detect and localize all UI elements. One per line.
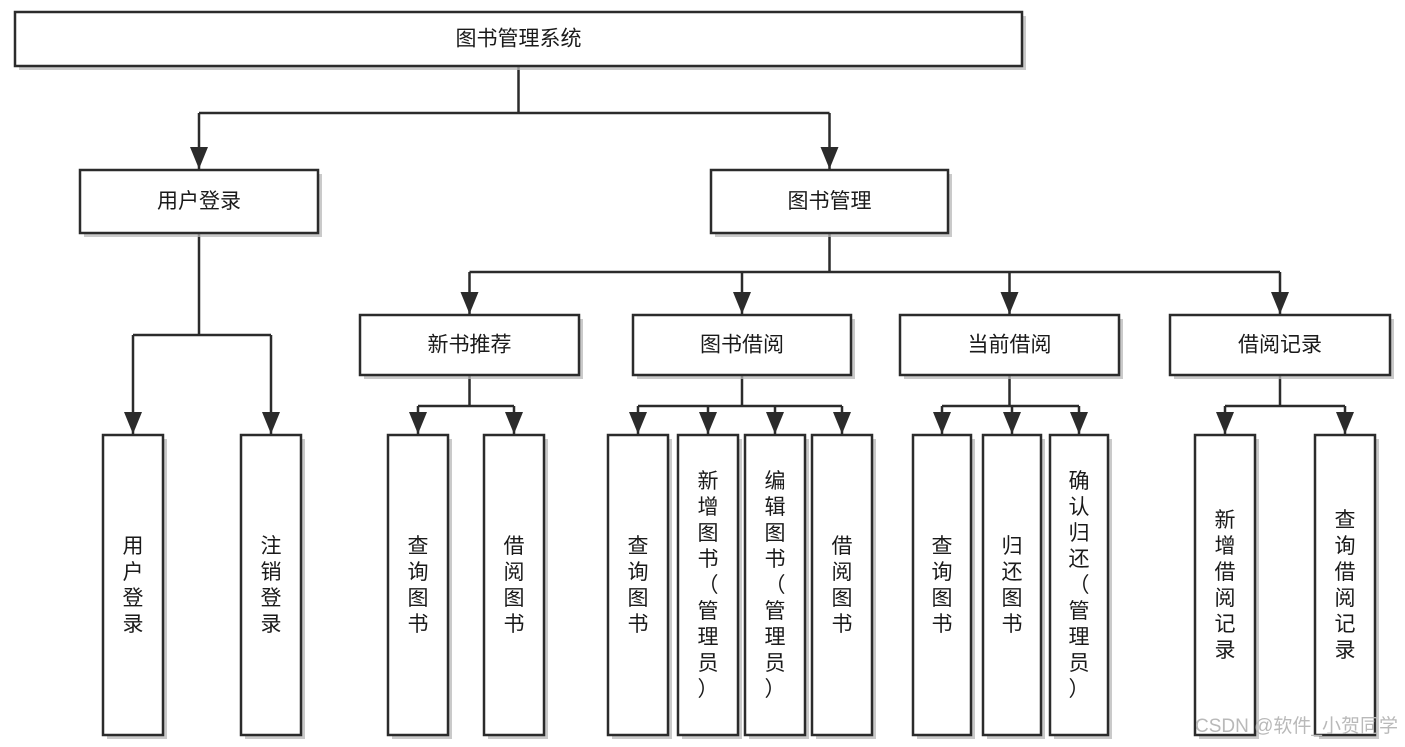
node-leaf-user-login-rect[interactable] [101,433,165,737]
book-manage-arrow-2 [1000,292,1019,314]
node-leaf-query-record[interactable]: 查询借阅记录 [1313,433,1379,739]
node-leaf-query-book-1-rect[interactable] [386,433,450,737]
book-borrow-arrow-3 [833,412,851,434]
borrow-record-arrow-0 [1216,412,1234,434]
node-leaf-return-book[interactable]: 归还图书 [981,433,1045,739]
user-login-arrow-0 [124,412,142,434]
node-book-manage-rect[interactable] [709,168,950,235]
node-borrow-record[interactable]: 借阅记录 [1168,313,1394,379]
node-leaf-query-book-2-rect[interactable] [606,433,670,737]
node-leaf-logout[interactable]: 注销登录 [239,433,305,739]
new-book-rec-arrow-1 [505,412,523,434]
node-leaf-query-book-3-rect[interactable] [911,433,973,737]
node-leaf-add-record-rect[interactable] [1193,433,1257,737]
node-root-book-management-system-rect[interactable] [13,10,1024,68]
node-new-book-rec-rect[interactable] [358,313,581,377]
node-leaf-query-book-1[interactable]: 查询图书 [386,433,452,739]
node-leaf-return-book-label: 归还图书 [1002,535,1023,636]
node-leaf-query-record-rect[interactable] [1313,433,1377,737]
node-leaf-borrow-book-2[interactable]: 借阅图书 [810,433,876,739]
node-book-manage-label: 图书管理 [788,190,872,213]
book-borrow-arrow-0 [629,412,647,434]
node-leaf-add-book-rect[interactable] [676,433,740,737]
csdn-watermark: CSDN @软件_小贺同学 [1195,715,1398,737]
book-manage-arrow-0 [460,292,479,314]
node-leaf-confirm-return-label: 确认归还（管理员） [1069,470,1090,701]
node-leaf-borrow-book-2-label: 借阅图书 [832,535,853,636]
node-leaf-query-book-1-label: 查询图书 [408,535,429,636]
node-book-borrow[interactable]: 图书借阅 [631,313,855,379]
node-current-borrow[interactable]: 当前借阅 [898,313,1123,379]
node-root-book-management-system-label: 图书管理系统 [456,28,582,51]
current-borrow-arrow-1 [1003,412,1021,434]
book-borrow-arrow-1 [699,412,717,434]
node-leaf-edit-book[interactable]: 编辑图书（管理员） [743,433,809,739]
current-borrow-arrow-2 [1070,412,1088,434]
connector-layer [124,66,1354,434]
node-leaf-add-book-label: 新增图书（管理员） [698,470,719,701]
node-leaf-logout-rect[interactable] [239,433,303,737]
new-book-rec-arrow-0 [409,412,427,434]
node-leaf-add-book[interactable]: 新增图书（管理员） [676,433,742,739]
user-login-arrow-1 [262,412,280,434]
node-user-login-label: 用户登录 [157,190,241,213]
node-leaf-query-record-label: 查询借阅记录 [1335,509,1356,662]
node-borrow-record-rect[interactable] [1168,313,1392,377]
node-leaf-edit-book-rect[interactable] [743,433,807,737]
node-leaf-confirm-return-rect[interactable] [1048,433,1110,737]
book-manage-arrow-1 [733,292,751,314]
node-book-borrow-label: 图书借阅 [700,334,784,357]
node-root-book-management-system[interactable]: 图书管理系统 [13,10,1026,70]
node-leaf-user-login-label: 用户登录 [123,535,144,636]
node-book-manage[interactable]: 图书管理 [709,168,952,237]
node-leaf-borrow-book-2-rect[interactable] [810,433,874,737]
node-leaf-logout-label: 注销登录 [261,535,282,636]
node-leaf-query-book-2[interactable]: 查询图书 [606,433,672,739]
node-book-borrow-rect[interactable] [631,313,853,377]
node-leaf-confirm-return[interactable]: 确认归还（管理员） [1048,433,1112,739]
book-borrow-arrow-2 [766,412,784,434]
node-user-login[interactable]: 用户登录 [78,168,322,237]
node-leaf-user-login[interactable]: 用户登录 [101,433,167,739]
node-leaf-query-book-2-label: 查询图书 [628,535,649,636]
node-current-borrow-label: 当前借阅 [968,334,1052,357]
node-current-borrow-rect[interactable] [898,313,1121,377]
node-user-login-rect[interactable] [78,168,320,235]
node-leaf-query-book-3-label: 查询图书 [932,535,953,636]
root-arrow-1 [820,147,839,169]
node-leaf-borrow-book-1-label: 借阅图书 [504,535,525,636]
node-leaf-add-record[interactable]: 新增借阅记录 [1193,433,1259,739]
book-manage-arrow-3 [1271,292,1289,314]
node-new-book-rec[interactable]: 新书推荐 [358,313,583,379]
node-borrow-record-label: 借阅记录 [1238,334,1322,357]
node-leaf-borrow-book-1[interactable]: 借阅图书 [482,433,548,739]
node-new-book-rec-label: 新书推荐 [428,334,512,357]
node-leaf-return-book-rect[interactable] [981,433,1043,737]
borrow-record-arrow-1 [1336,412,1354,434]
node-leaf-query-book-3[interactable]: 查询图书 [911,433,975,739]
node-leaf-borrow-book-1-rect[interactable] [482,433,546,737]
root-arrow-0 [190,147,208,169]
node-leaf-add-record-label: 新增借阅记录 [1215,509,1236,662]
current-borrow-arrow-0 [933,412,951,434]
node-leaf-edit-book-label: 编辑图书（管理员） [765,470,786,701]
node-layer: 图书管理系统用户登录图书管理新书推荐图书借阅当前借阅借阅记录用户登录注销登录查询… [13,10,1394,739]
